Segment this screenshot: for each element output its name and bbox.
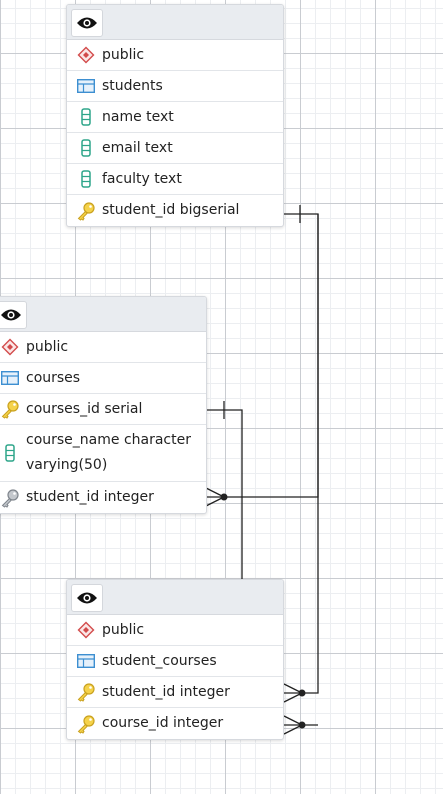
column-label: course_name character varying(50) bbox=[26, 432, 191, 473]
table-name: student_courses bbox=[102, 652, 217, 669]
schema-row: public bbox=[67, 615, 283, 646]
table-header bbox=[67, 580, 283, 615]
eye-icon bbox=[77, 592, 97, 604]
column-label: student_id integer bbox=[26, 489, 154, 505]
primary-key-icon bbox=[76, 201, 96, 221]
column-label: student_id bigserial bbox=[102, 202, 240, 218]
schema-icon bbox=[0, 337, 20, 357]
column-label: name text bbox=[102, 108, 174, 125]
table-header bbox=[0, 297, 206, 332]
many-dot bbox=[220, 493, 228, 501]
column-row[interactable]: course_id integer bbox=[67, 708, 283, 739]
many-marker bbox=[283, 683, 303, 703]
many-marker bbox=[205, 487, 225, 507]
table-student-courses[interactable]: public student_courses student_id intege… bbox=[66, 579, 284, 740]
schema-name: public bbox=[102, 46, 145, 63]
schema-name: public bbox=[102, 621, 145, 638]
column-row[interactable]: name text bbox=[67, 102, 283, 133]
column-icon bbox=[76, 138, 96, 158]
schema-row: public bbox=[0, 332, 206, 363]
column-row[interactable]: student_id bigserial bbox=[67, 195, 283, 226]
table-name-row: student_courses bbox=[67, 646, 283, 677]
column-row[interactable]: student_id integer bbox=[67, 677, 283, 708]
schema-icon bbox=[76, 620, 96, 640]
table-header bbox=[67, 5, 283, 40]
column-row[interactable]: email text bbox=[67, 133, 283, 164]
many-dot bbox=[298, 721, 306, 729]
eye-icon bbox=[77, 17, 97, 29]
link-students-student-courses bbox=[284, 214, 319, 694]
table-name-row: students bbox=[67, 71, 283, 102]
primary-key-icon bbox=[76, 682, 96, 702]
column-row[interactable]: course_name character varying(50) bbox=[0, 425, 206, 482]
column-icon bbox=[76, 169, 96, 189]
column-label: email text bbox=[102, 139, 173, 156]
many-marker bbox=[283, 715, 303, 735]
table-name: courses bbox=[26, 369, 81, 386]
toggle-visibility-button[interactable] bbox=[0, 301, 27, 329]
table-students[interactable]: public students name text email text fac… bbox=[66, 4, 284, 227]
schema-name: public bbox=[26, 338, 69, 355]
column-label: student_id integer bbox=[102, 683, 230, 700]
primary-key-icon bbox=[0, 399, 20, 419]
table-icon bbox=[76, 76, 96, 96]
column-row[interactable]: student_id integer bbox=[0, 482, 206, 513]
eye-icon bbox=[1, 309, 21, 321]
many-dot bbox=[298, 689, 306, 697]
toggle-visibility-button[interactable] bbox=[71, 584, 103, 612]
foreign-key-icon bbox=[0, 488, 20, 508]
column-label: course_id integer bbox=[102, 715, 224, 731]
table-icon bbox=[0, 368, 20, 388]
table-icon bbox=[76, 651, 96, 671]
column-icon bbox=[0, 443, 20, 463]
link-students-courses bbox=[206, 213, 319, 498]
primary-key-icon bbox=[76, 714, 96, 734]
table-name: students bbox=[102, 77, 163, 94]
table-name-row: courses bbox=[0, 363, 206, 394]
column-row[interactable]: faculty text bbox=[67, 164, 283, 195]
column-icon bbox=[76, 107, 96, 127]
toggle-visibility-button[interactable] bbox=[71, 9, 103, 37]
column-row[interactable]: courses_id serial bbox=[0, 394, 206, 425]
column-label: courses_id serial bbox=[26, 400, 143, 417]
table-courses[interactable]: public courses courses_id serial course_… bbox=[0, 296, 207, 514]
schema-row: public bbox=[67, 40, 283, 71]
schema-icon bbox=[76, 45, 96, 65]
column-label: faculty text bbox=[102, 170, 182, 187]
link-courses-student-courses bbox=[206, 409, 243, 580]
